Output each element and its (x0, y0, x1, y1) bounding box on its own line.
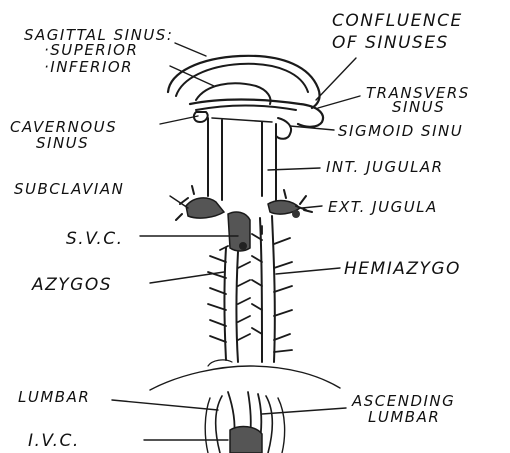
label-sigmoid: SIGMOID SINU (338, 122, 463, 140)
label-transverse-line2: SINUS (392, 98, 445, 116)
jugular-trunk (208, 118, 276, 200)
label-superior: ·SUPERIOR (44, 41, 138, 59)
label-ext-jugular: EXT. JUGULA (328, 198, 438, 216)
lumbar-ivc-region (205, 392, 284, 453)
label-confluence-line1: CONFLUENCE (332, 11, 463, 31)
label-confluence-line2: OF SINUSES (332, 33, 449, 53)
label-cavernous-line2: SINUS (36, 134, 89, 152)
label-azygos: AZYGOS (31, 275, 112, 295)
label-lumbar: LUMBAR (18, 388, 90, 406)
azygos-system (208, 212, 292, 362)
label-svc: S.V.C. (66, 229, 124, 249)
label-subclavian: SUBCLAVIAN (14, 180, 124, 198)
label-inferior: ·INFERIOR (44, 58, 133, 76)
label-hemiazygos: HEMIAZYGO (344, 259, 461, 279)
label-int-jugular: INT. JUGULAR (326, 158, 444, 176)
sigmoid-sinus (276, 118, 291, 139)
label-ivc: I.V.C. (28, 431, 80, 451)
label-ascending-line2: LUMBAR (368, 408, 440, 426)
transverse-sinus (190, 100, 323, 127)
diaphragm (150, 366, 340, 390)
